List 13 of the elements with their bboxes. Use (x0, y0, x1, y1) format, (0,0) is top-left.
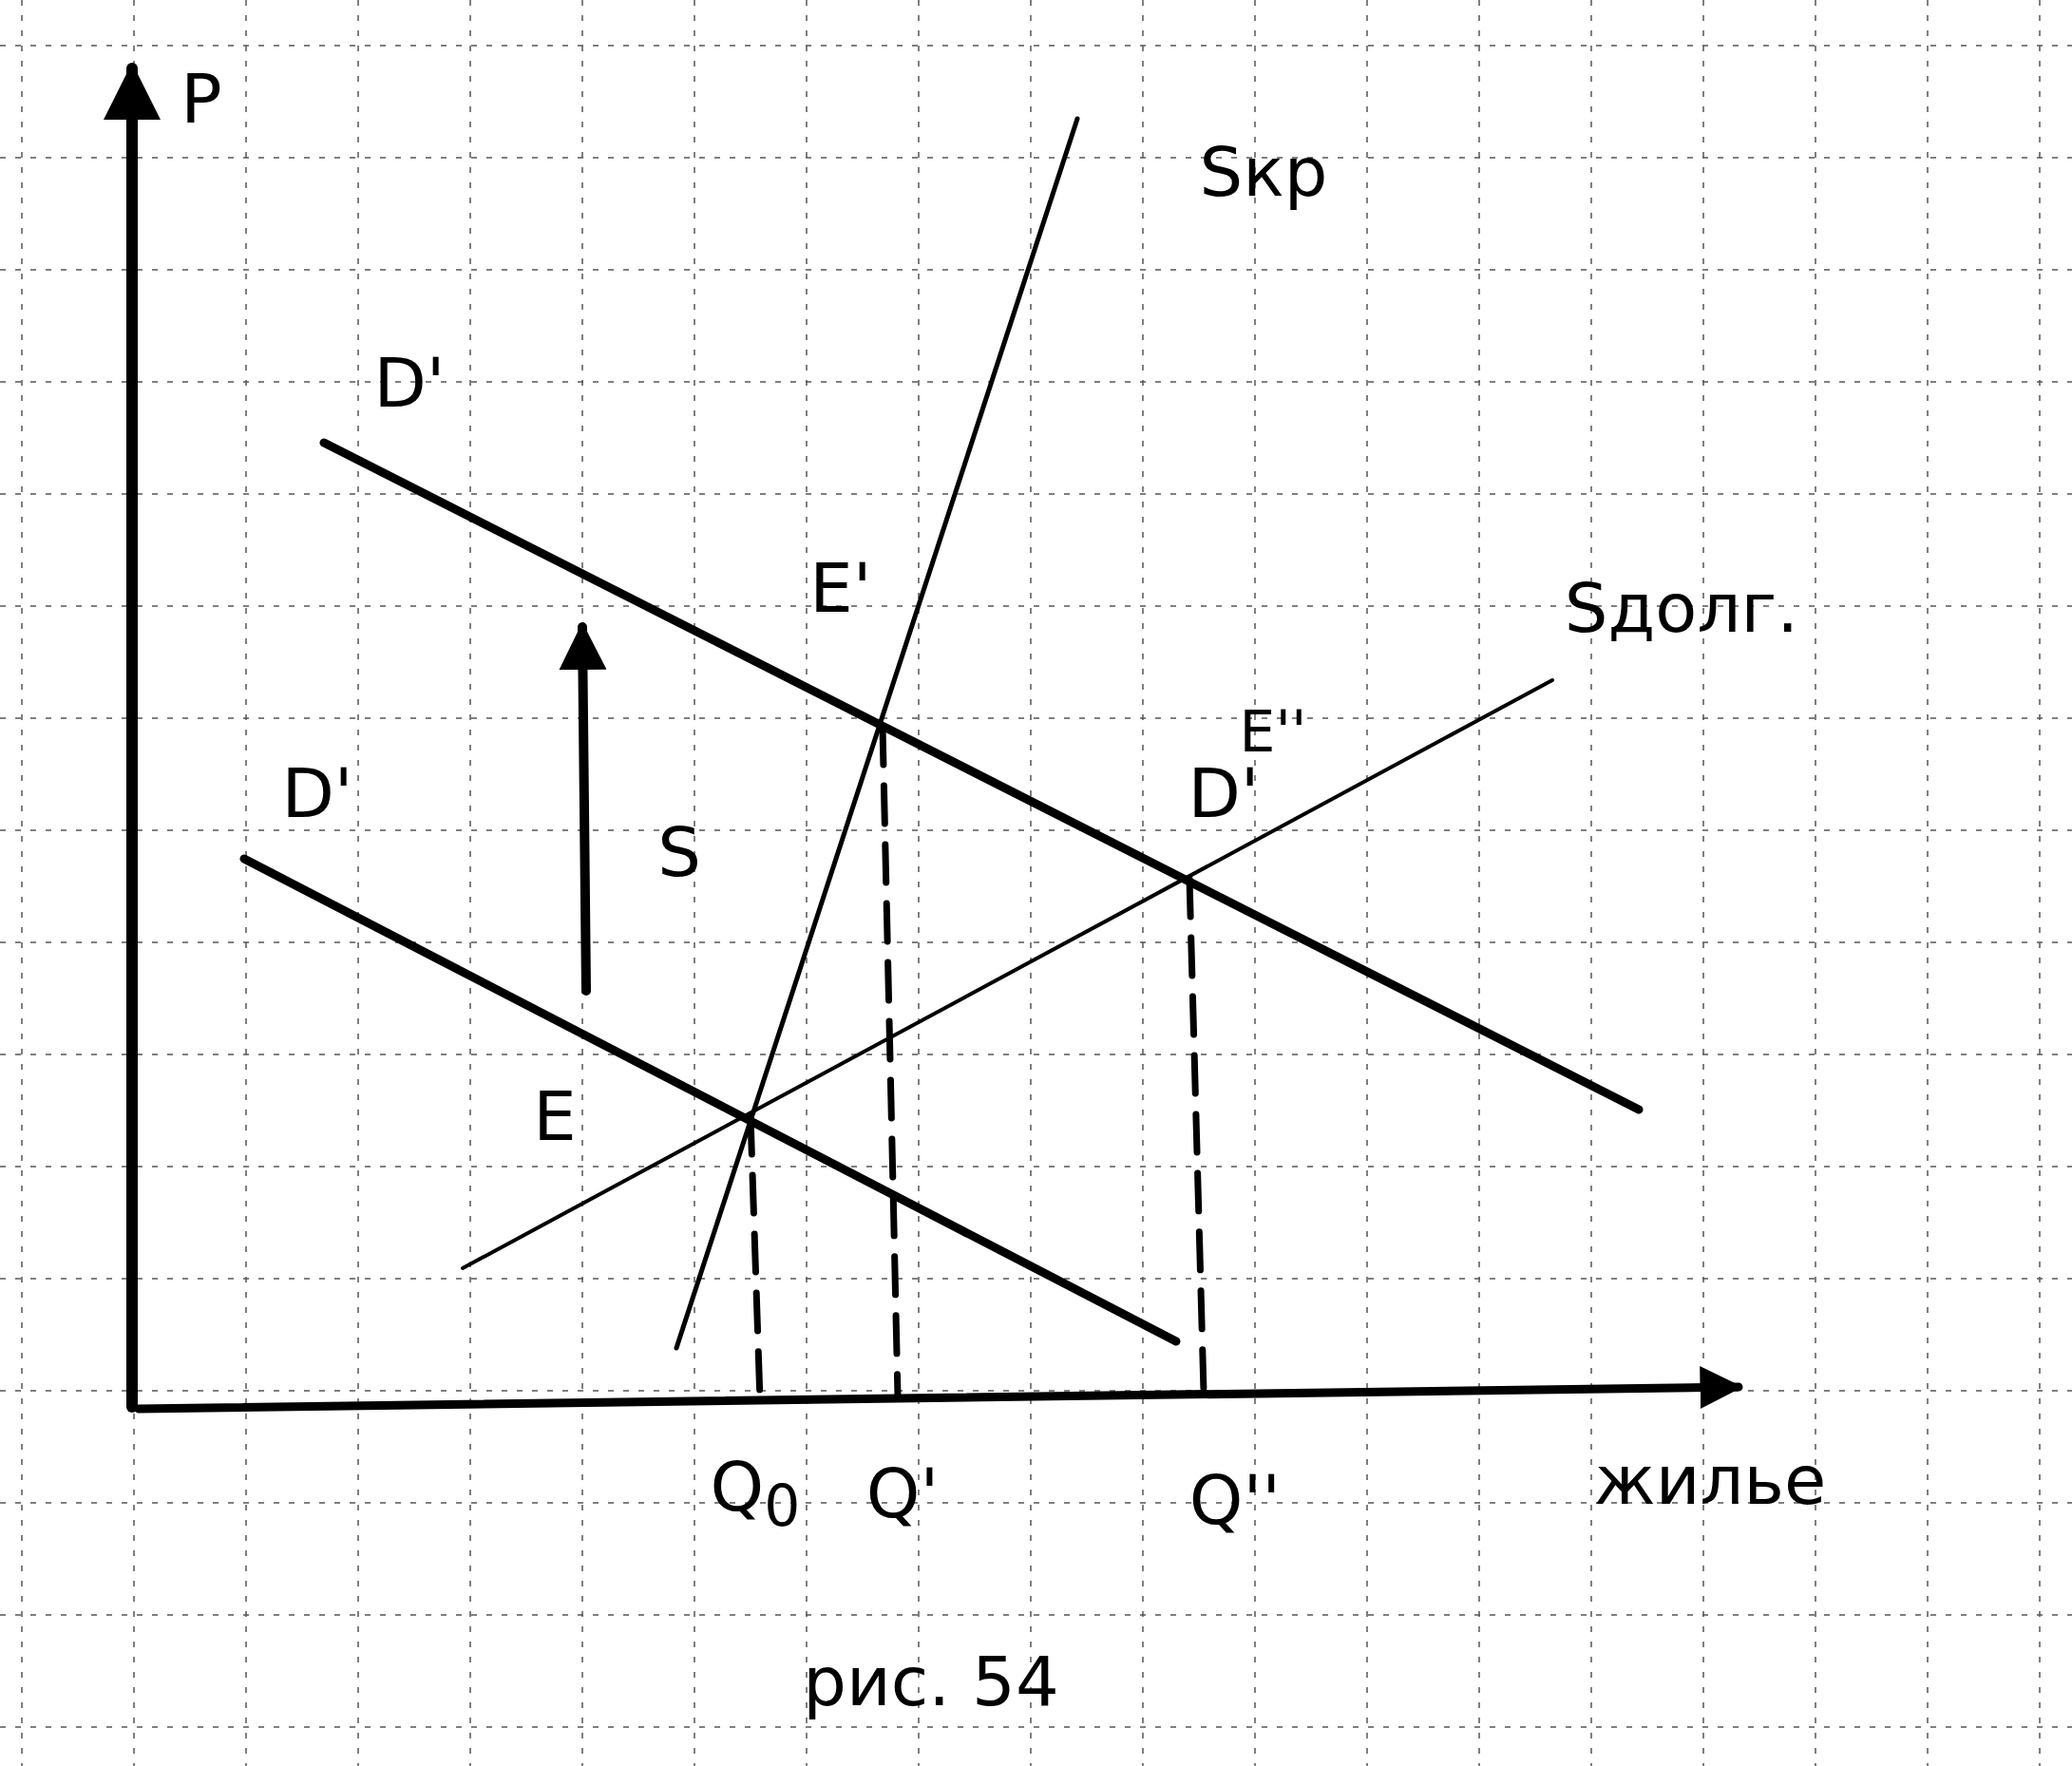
axis-label: Q'' (1188, 1466, 1282, 1534)
axis-label: E (533, 1082, 577, 1150)
axis-label: Q$_{0}$ (710, 1453, 801, 1534)
axis-label: жилье (1593, 1446, 1827, 1514)
axis-label: D' (373, 349, 446, 417)
axis-label: E' (809, 554, 872, 622)
axis-label: S (657, 818, 701, 886)
axis-label: E'' (1239, 703, 1307, 760)
axis-label: Sдолг. (1564, 574, 1799, 642)
axis-label: D' (281, 759, 353, 827)
axis-label: P (181, 65, 222, 133)
axis-label: Q' (865, 1459, 940, 1528)
axis-label: D' (1188, 759, 1260, 827)
